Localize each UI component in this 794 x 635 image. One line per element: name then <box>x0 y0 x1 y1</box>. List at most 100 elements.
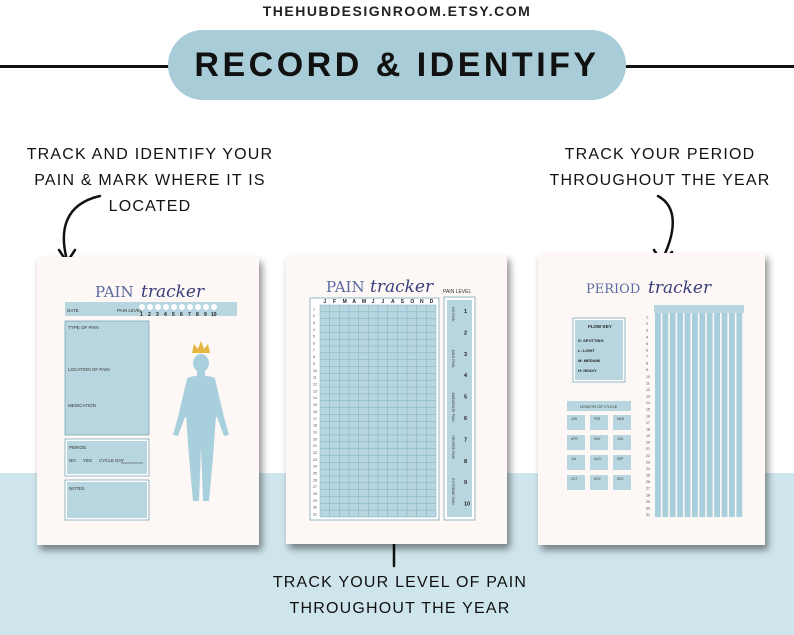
day-label: 28 <box>313 492 317 496</box>
day-label: 24 <box>646 467 650 471</box>
cycle-box <box>613 455 631 470</box>
day-label: 22 <box>646 454 650 458</box>
day-label: 10 <box>646 375 650 379</box>
scale-label: MODERATE PAIN <box>451 393 455 423</box>
day-label: 16 <box>646 414 650 418</box>
month-label: A <box>391 299 395 305</box>
day-label: 13 <box>646 395 650 399</box>
year-pain-level-label: PAIN LEVEL <box>443 289 471 295</box>
pain-details-box <box>64 320 150 436</box>
year-day-labels: 1234567891011121314151617181920212223242… <box>313 307 317 516</box>
banner-title: RECORD & IDENTIFY <box>194 45 600 84</box>
day-label: 20 <box>646 441 650 445</box>
day-label: 11 <box>646 381 650 385</box>
flow-key-title: FLOW KEY <box>588 324 612 329</box>
cycle-month-label: JAN <box>571 417 578 421</box>
day-label: 27 <box>313 485 317 489</box>
day-label: 29 <box>313 499 317 503</box>
site-url: THEHUBDESIGNROOM.ETSY.COM <box>262 3 532 19</box>
level-number: 3 <box>156 312 159 318</box>
day-label: 23 <box>646 460 650 464</box>
day-label: 9 <box>646 368 648 372</box>
caption-bottom-line: TRACK YOUR LEVEL OF PAIN <box>272 574 528 591</box>
scale-number: 10 <box>464 502 470 508</box>
day-label: 30 <box>646 506 650 510</box>
month-column <box>736 313 743 517</box>
day-label: 2 <box>646 322 648 326</box>
location-of-pain-label: LOCATION OF PAIN <box>68 367 110 372</box>
day-label: 30 <box>313 506 317 510</box>
scale-number: 7 <box>464 437 467 443</box>
month-column <box>692 313 698 517</box>
day-label: 1 <box>313 307 315 311</box>
cycle-month-label: FEB <box>594 417 600 421</box>
cycle-day-label: CYCLE DAY <box>99 458 124 463</box>
month-label: F <box>333 299 336 305</box>
day-label: 3 <box>646 329 648 333</box>
month-column <box>677 313 683 517</box>
scale-number: 9 <box>464 480 467 486</box>
month-label: D <box>430 299 434 305</box>
day-label: 29 <box>646 500 650 504</box>
body-figure-icon <box>173 354 229 501</box>
day-label: 5 <box>313 335 315 339</box>
level-number: 2 <box>148 312 151 318</box>
crown-icon <box>192 341 210 353</box>
month-label: O <box>410 299 414 305</box>
cycle-box <box>567 415 585 430</box>
pain-level-label: PAIN LEVEL <box>117 308 143 313</box>
day-label: 22 <box>313 451 317 455</box>
day-label: 14 <box>646 401 650 405</box>
year-grid-lines <box>319 304 437 518</box>
level-number: 7 <box>188 312 191 318</box>
cycle-box <box>590 415 608 430</box>
cycle-box <box>567 475 585 490</box>
cycle-box <box>567 455 585 470</box>
month-label: S <box>401 299 405 305</box>
divider-left <box>0 65 170 68</box>
caption-left: TRACK AND IDENTIFY YOUR PAIN & MARK WHER… <box>10 142 290 220</box>
period-yes-label: YES <box>83 458 92 463</box>
caption-right: TRACK YOUR PERIOD THROUGHOUT THE YEAR <box>515 142 794 194</box>
day-label: 1 <box>646 316 648 320</box>
cycle-month-label: DEC <box>617 477 624 481</box>
day-label: 17 <box>646 421 650 425</box>
day-label: 7 <box>313 348 315 352</box>
pain-sheet-title-a: PAIN <box>95 283 134 301</box>
level-number: 4 <box>164 312 167 318</box>
day-label: 4 <box>646 335 648 339</box>
month-column <box>706 313 713 517</box>
banner-pill: RECORD & IDENTIFY <box>168 30 626 100</box>
day-label: 19 <box>313 430 317 434</box>
day-label: 25 <box>646 474 650 478</box>
day-label: 4 <box>313 328 315 332</box>
month-column <box>714 313 720 517</box>
day-label: 21 <box>313 444 317 448</box>
scale-number: 1 <box>464 309 467 315</box>
period-day-labels: 1234567891011121314151617181920212223242… <box>646 316 650 517</box>
period-tracker-sheet: PERIOD tracker FLOW KEY S: SPOTTING L: L… <box>538 253 765 545</box>
cycle-month-label: NOV <box>594 477 602 481</box>
day-label: 15 <box>646 408 650 412</box>
scale-number: 6 <box>464 416 467 422</box>
cycle-month-label: APR <box>571 437 578 441</box>
pain-level-dots <box>139 304 217 310</box>
cycle-box <box>590 455 608 470</box>
day-label: 26 <box>313 478 317 482</box>
month-label: N <box>420 299 424 305</box>
pain-sheet-title-b: tracker <box>141 282 205 302</box>
day-label: 14 <box>313 396 317 400</box>
month-column <box>721 313 728 517</box>
date-label: DATE <box>67 308 79 313</box>
day-label: 19 <box>646 434 650 438</box>
cycle-month-label: JUN <box>617 437 624 441</box>
scale-label: NO PAIN <box>451 307 455 322</box>
medication-label: MEDICATION <box>68 403 96 408</box>
period-sheet-title-b: tracker <box>648 278 712 298</box>
day-label: 31 <box>313 513 317 517</box>
cycle-box <box>613 415 631 430</box>
month-column <box>684 313 691 517</box>
